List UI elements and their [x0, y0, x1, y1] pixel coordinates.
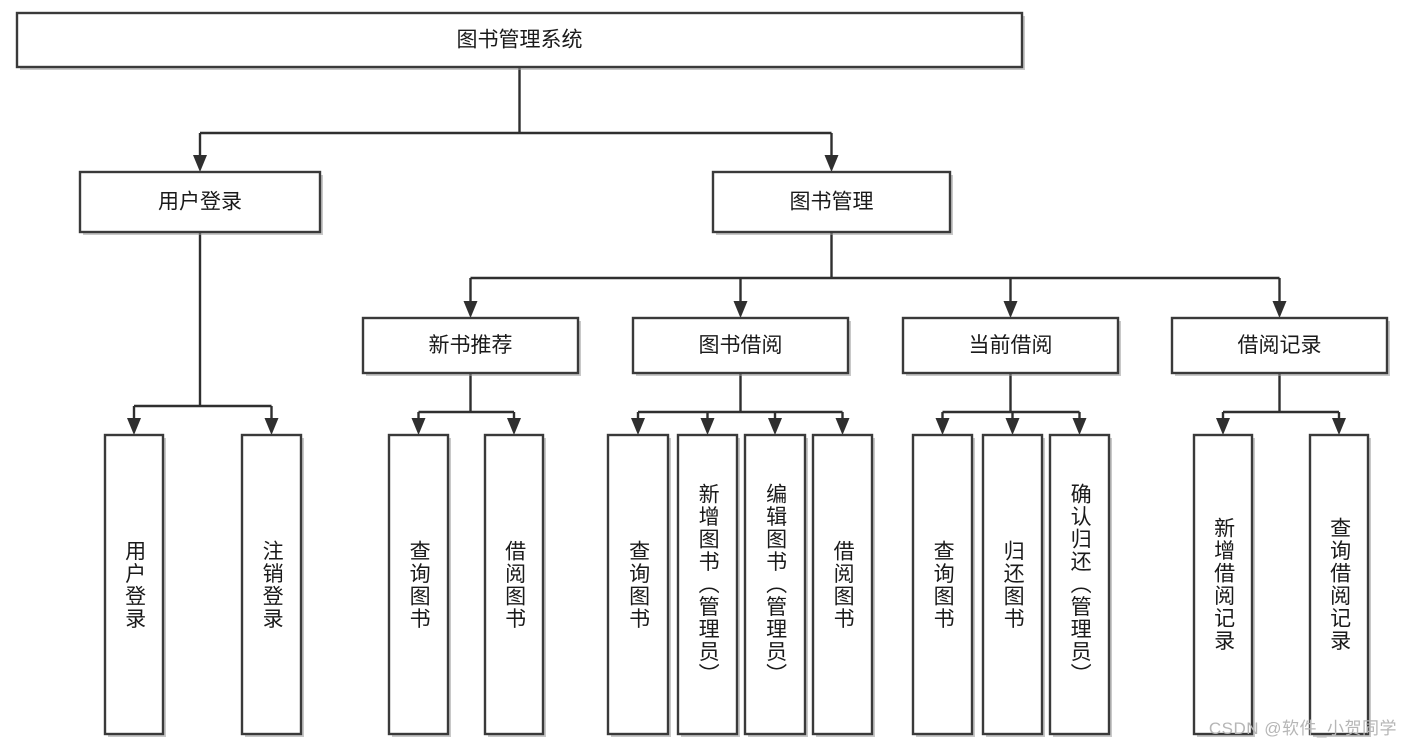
node-box-leaf12[interactable]	[1192, 433, 1254, 736]
node-label-login: 用户登录	[158, 191, 242, 214]
node-box-bookmgmt[interactable]	[711, 170, 952, 234]
node-box-leaf5[interactable]	[606, 433, 670, 736]
node-box-leaf2[interactable]	[240, 433, 303, 736]
connector-group-newbook	[411, 373, 521, 435]
node-box-leaf7[interactable]	[743, 433, 807, 736]
node-box-root[interactable]	[15, 11, 1024, 69]
arrow-head-icon	[1332, 418, 1346, 435]
node-label-records: 借阅记录	[1238, 334, 1322, 357]
node-label-current: 当前借阅	[969, 334, 1053, 357]
watermark-text: CSDN @软件_小贺同学	[1208, 719, 1397, 738]
connector-group-current	[935, 373, 1087, 435]
arrow-head-icon	[631, 418, 645, 435]
node-box-leaf6[interactable]	[676, 433, 739, 736]
connector-group-bookmgmt	[463, 232, 1287, 318]
node-box-records[interactable]	[1170, 316, 1389, 375]
arrow-head-icon	[127, 418, 141, 435]
node-box-current[interactable]	[901, 316, 1120, 375]
arrow-head-icon	[824, 155, 839, 172]
node-box-borrow[interactable]	[631, 316, 850, 375]
node-box-leaf3[interactable]	[387, 433, 450, 736]
arrow-head-icon	[935, 418, 950, 435]
arrow-head-icon	[463, 301, 478, 318]
node-label-root: 图书管理系统	[457, 29, 583, 52]
arrow-head-icon	[768, 418, 782, 435]
node-label-bookmgmt: 图书管理	[790, 191, 874, 214]
arrow-head-icon	[733, 301, 748, 318]
node-box-layer	[15, 11, 1390, 737]
node-box-leaf4[interactable]	[483, 433, 545, 736]
arrow-head-icon	[1272, 301, 1287, 318]
arrow-head-icon	[1072, 418, 1087, 435]
connector-group-root	[193, 67, 839, 172]
node-box-leaf13[interactable]	[1308, 433, 1370, 736]
arrow-head-icon	[411, 418, 426, 435]
node-box-newbook[interactable]	[361, 316, 580, 375]
connector-layer	[127, 67, 1346, 435]
node-label-newbook: 新书推荐	[429, 334, 513, 357]
node-box-leaf9[interactable]	[911, 433, 974, 736]
node-box-leaf10[interactable]	[981, 433, 1044, 736]
arrow-head-icon	[193, 155, 207, 172]
arrow-head-icon	[264, 418, 279, 435]
node-box-leaf1[interactable]	[103, 433, 165, 736]
connector-group-records	[1216, 373, 1346, 435]
arrow-head-icon	[835, 418, 850, 435]
node-box-leaf11[interactable]	[1048, 433, 1111, 736]
arrow-head-icon	[507, 418, 521, 435]
arrow-head-icon	[1005, 418, 1020, 435]
connector-group-borrow	[631, 373, 850, 435]
connector-group-login	[127, 232, 279, 435]
node-label-borrow: 图书借阅	[699, 334, 783, 357]
arrow-head-icon	[1216, 418, 1230, 435]
node-box-login[interactable]	[78, 170, 322, 234]
node-box-leaf8[interactable]	[811, 433, 874, 736]
arrow-head-icon	[700, 418, 715, 435]
arrow-head-icon	[1003, 301, 1018, 318]
